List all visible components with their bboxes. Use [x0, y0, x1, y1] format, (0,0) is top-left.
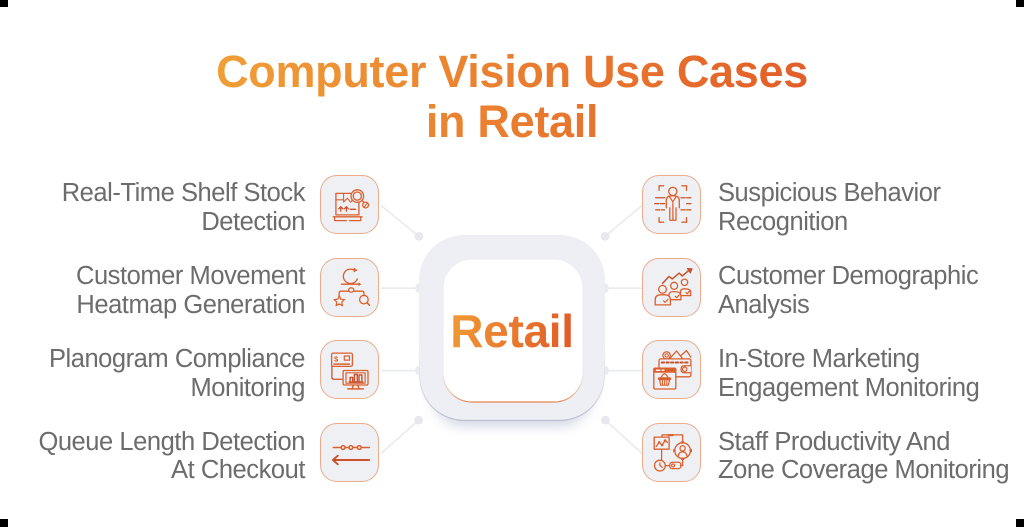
svg-text:$: $ — [334, 355, 339, 364]
